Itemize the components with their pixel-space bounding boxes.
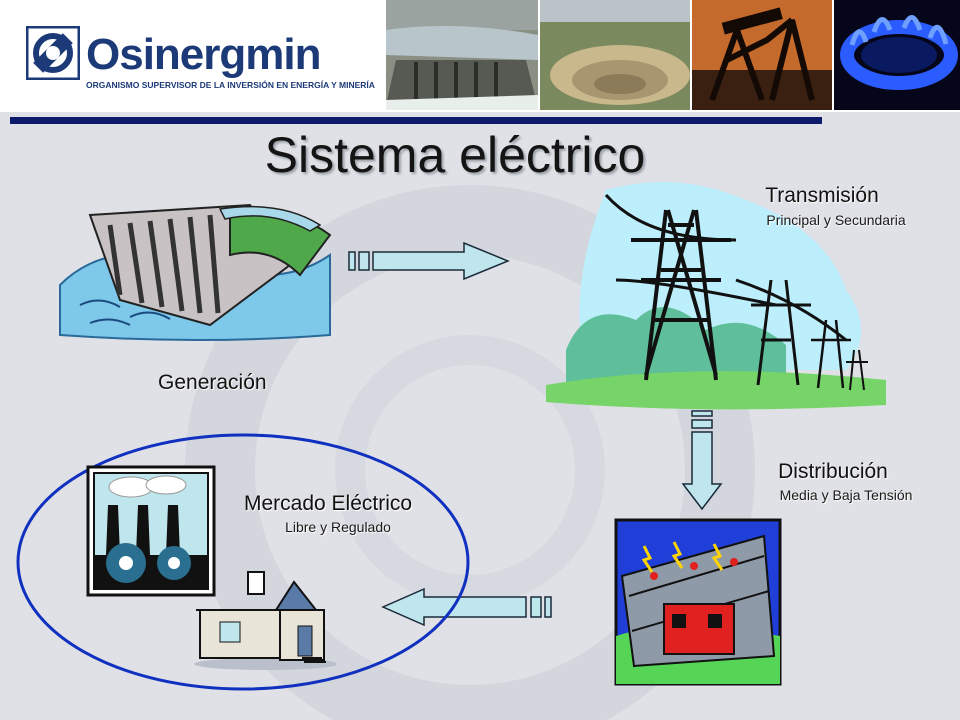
node-transmision-label: Transmisión [765, 184, 879, 207]
logo-name: Osinergmin [86, 30, 321, 79]
factory-illustration [86, 465, 216, 597]
open-pit-mine-photo [540, 0, 690, 110]
gas-flame-photo [834, 0, 960, 110]
node-mercado-sublabel: Libre y Regulado [285, 519, 391, 535]
oil-pumpjack-photo [692, 0, 832, 110]
arrow-transmision-to-distribucion [681, 410, 723, 511]
node-mercado-label: Mercado Eléctrico [244, 492, 413, 515]
header-divider [10, 117, 822, 124]
osinergmin-logo-icon [26, 26, 80, 80]
arrow-generacion-to-transmision [348, 241, 510, 281]
substation-illustration [614, 518, 782, 686]
node-distribucion-label: Distribución [778, 460, 888, 483]
logo-subtitle: ORGANISMO SUPERVISOR DE LA INVERSIÓN EN … [86, 80, 375, 90]
hydro-dam-photo [386, 0, 538, 110]
mercado-ellipse [16, 433, 470, 691]
node-generacion-label: Generación [158, 371, 267, 394]
hydro-dam-illustration [59, 203, 332, 341]
house-illustration [194, 571, 336, 670]
node-transmision-sublabel: Principal y Secundaria [766, 212, 906, 228]
node-distribucion-sublabel: Media y Baja Tensión [779, 487, 913, 503]
transmission-towers-illustration [546, 182, 886, 410]
page-title: Sistema eléctrico [264, 127, 646, 183]
